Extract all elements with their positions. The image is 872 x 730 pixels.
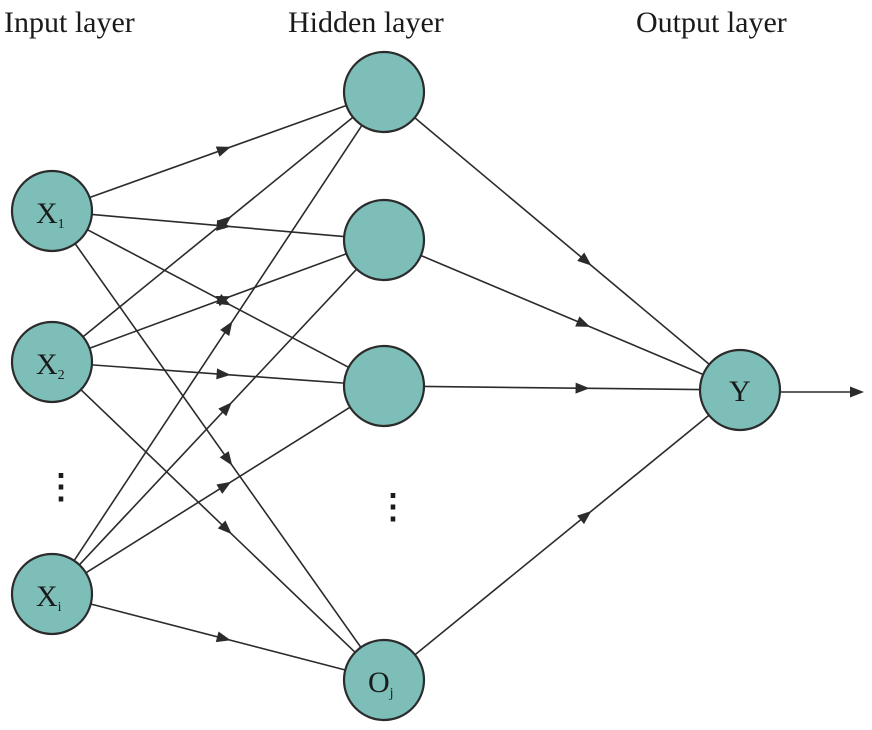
svg-text:X1: X1	[36, 197, 65, 232]
hidden-ellipsis: ⋮	[376, 489, 410, 526]
edge-xi-h1	[73, 124, 363, 562]
node-circle	[342, 50, 426, 134]
input-node-x2: X2	[10, 320, 94, 404]
edge-xi-h2	[78, 268, 358, 566]
arrow-x2-oj	[217, 520, 232, 535]
node-label-main: X	[36, 197, 58, 230]
input-layer-title: Input layer	[4, 6, 135, 39]
node-circle	[342, 638, 426, 722]
arrow-xi-h3	[216, 481, 232, 494]
node-label-sub: 1	[58, 217, 65, 232]
arrow-x2-h3	[216, 368, 231, 380]
hidden-layer-title: Hidden layer	[288, 6, 444, 39]
node-circle	[10, 552, 94, 636]
arrow-x1-oj	[219, 451, 233, 466]
node-label-main: Y	[729, 375, 751, 408]
node-label-sub: j	[389, 686, 394, 701]
node-circle	[698, 348, 782, 432]
node-circle	[342, 198, 426, 282]
node-circle	[342, 344, 426, 428]
edge-x2-oj	[80, 389, 356, 653]
arrow-h2-y	[575, 316, 591, 327]
arrow-xi-h2	[218, 402, 232, 417]
arrow-x2-h1	[217, 216, 232, 230]
hidden-node-2	[342, 198, 426, 282]
svg-text:Oj: Oj	[368, 666, 394, 701]
output-layer-title: Output layer	[636, 6, 787, 39]
node-label-sub: 2	[58, 368, 65, 383]
hidden-node-3	[342, 344, 426, 428]
node-label-sub: i	[58, 600, 62, 615]
input-node-xi: Xi	[10, 552, 94, 636]
node-circle	[10, 169, 94, 253]
node-label-main: X	[36, 580, 58, 613]
input-node-x1: X1	[10, 169, 94, 253]
arrow-h3-y	[575, 382, 590, 394]
connections	[73, 104, 864, 671]
svg-text:X2: X2	[36, 348, 65, 383]
node-label-main: X	[36, 348, 58, 381]
arrow-x2-h2	[215, 295, 231, 307]
hidden-node-oj: Oj	[342, 638, 426, 722]
output-arrowhead	[850, 386, 864, 398]
edge-x1-oj	[74, 243, 362, 648]
input-ellipsis: ⋮	[44, 469, 78, 506]
edge-xi-h3	[85, 406, 351, 574]
node-circle	[10, 320, 94, 404]
arrow-h1-y	[577, 252, 592, 266]
output-node-y: Y	[698, 348, 782, 432]
edge-h2-y	[420, 254, 704, 376]
arrow-xi-h1	[220, 321, 233, 336]
edge-x2-h1	[82, 116, 354, 338]
arrow-xi-oj	[215, 631, 231, 643]
edge-h1-y	[414, 117, 710, 365]
arrow-oj-y	[577, 511, 592, 525]
arrow-x1-h1	[215, 146, 231, 157]
edge-h3-y	[423, 385, 701, 391]
hidden-node-1	[342, 50, 426, 134]
edge-oj-y	[414, 414, 710, 656]
node-label-main: O	[368, 666, 390, 699]
svg-text:Xi: Xi	[36, 580, 62, 615]
